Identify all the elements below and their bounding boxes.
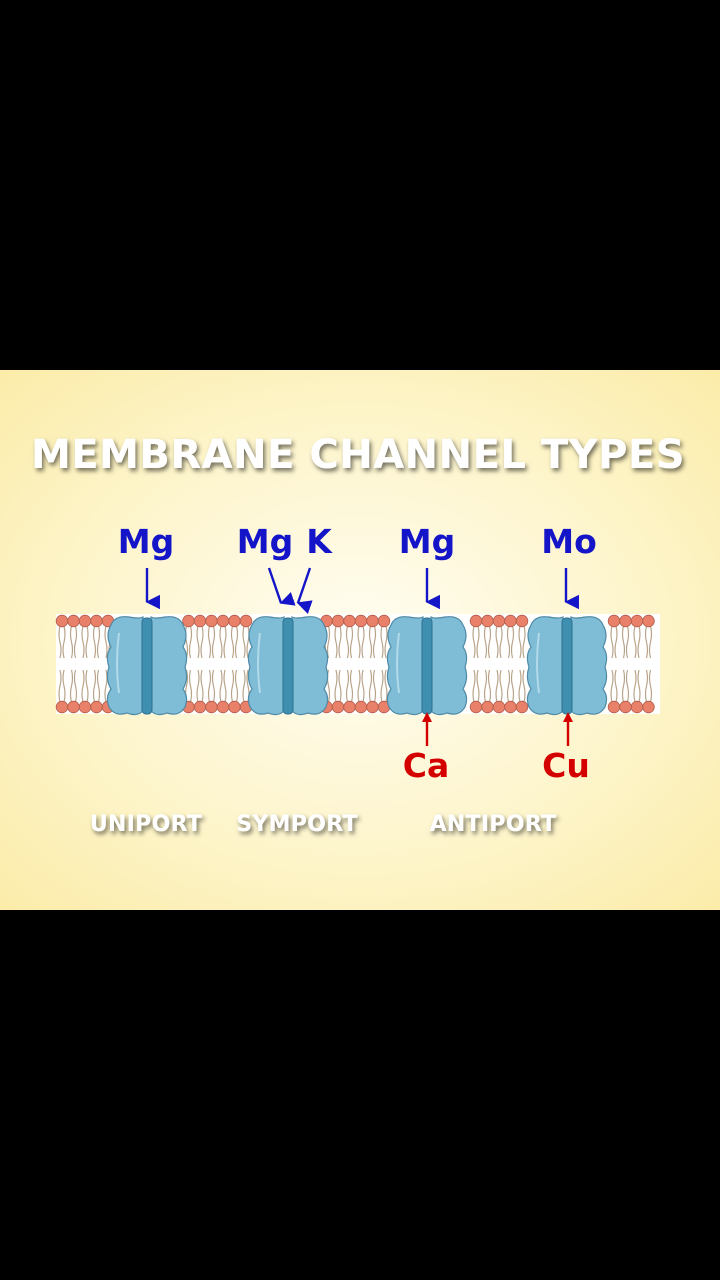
caption-uniport: UNIPORT [90,812,202,837]
channel-group [106,616,608,716]
ion-label-symport-top-1: Mg [237,522,293,561]
ion-label-antiport1-bottom: Ca [403,746,450,785]
caption-antiport: ANTIPORT [430,812,557,837]
ion-label-antiport2-top: Mo [541,522,597,561]
arrow-symport-in-1 [267,567,296,606]
ion-label-antiport2-bottom: Cu [542,746,590,785]
channel-protein-2 [247,616,329,716]
ion-label-uniport-top: Mg [118,522,174,561]
ion-label-symport-top-2: K [306,522,333,561]
ion-label-antiport1-top: Mg [399,522,455,561]
channel-protein-1 [106,616,188,716]
arrow-antiport2-out [563,712,573,746]
channel-protein-3 [386,616,468,716]
membrane-diagram: MEMBRANE CHANNEL TYPES Mg Mg K Mg Mo Ca … [31,432,685,837]
caption-symport: SYMPORT [236,812,358,837]
arrow-antiport1-out [422,712,432,746]
slide: MEMBRANE CHANNEL TYPES Mg Mg K Mg Mo Ca … [0,370,720,910]
page-title: MEMBRANE CHANNEL TYPES [31,432,685,478]
arrow-symport-in-2 [296,567,313,615]
channel-protein-4 [526,616,608,716]
lipid-bilayer [55,614,655,714]
